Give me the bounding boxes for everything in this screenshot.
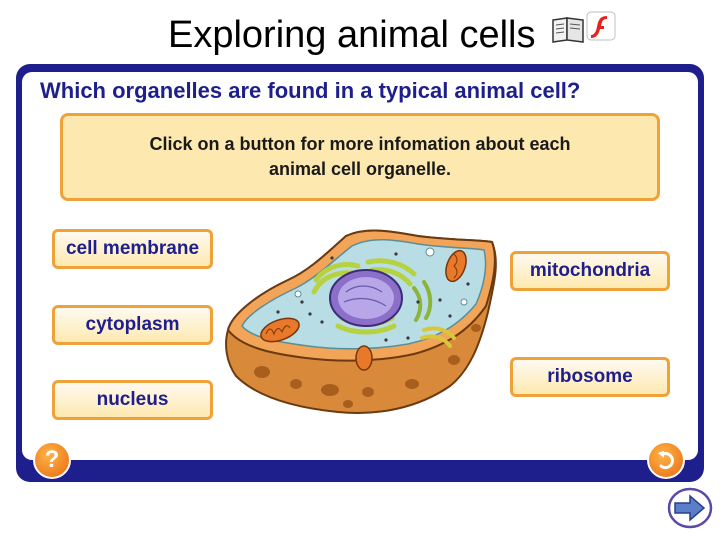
undo-arrow-icon (658, 451, 674, 470)
next-arrow-icon (674, 494, 706, 522)
next-slide-button[interactable] (666, 486, 714, 530)
cytoplasm-button[interactable]: cytoplasm (52, 305, 213, 345)
instruction-box: Click on a button for more infomation ab… (60, 113, 660, 201)
slide-title: Exploring animal cells (168, 14, 536, 56)
nucleus-button[interactable]: nucleus (52, 380, 213, 420)
flash-icon[interactable] (585, 10, 617, 42)
question-mark-icon: ? (44, 446, 60, 473)
book-icon[interactable] (550, 14, 586, 44)
instruction-text: Click on a button for more infomation ab… (149, 134, 571, 179)
animal-cell-illustration (225, 229, 497, 414)
cell-membrane-button[interactable]: cell membrane (52, 229, 213, 269)
activity-question: Which organelles are found in a typical … (40, 78, 581, 103)
back-button[interactable] (647, 441, 685, 479)
mitochondria-button[interactable]: mitochondria (510, 251, 670, 291)
ribosome-button[interactable]: ribosome (510, 357, 670, 397)
help-button[interactable]: ? (33, 441, 71, 479)
